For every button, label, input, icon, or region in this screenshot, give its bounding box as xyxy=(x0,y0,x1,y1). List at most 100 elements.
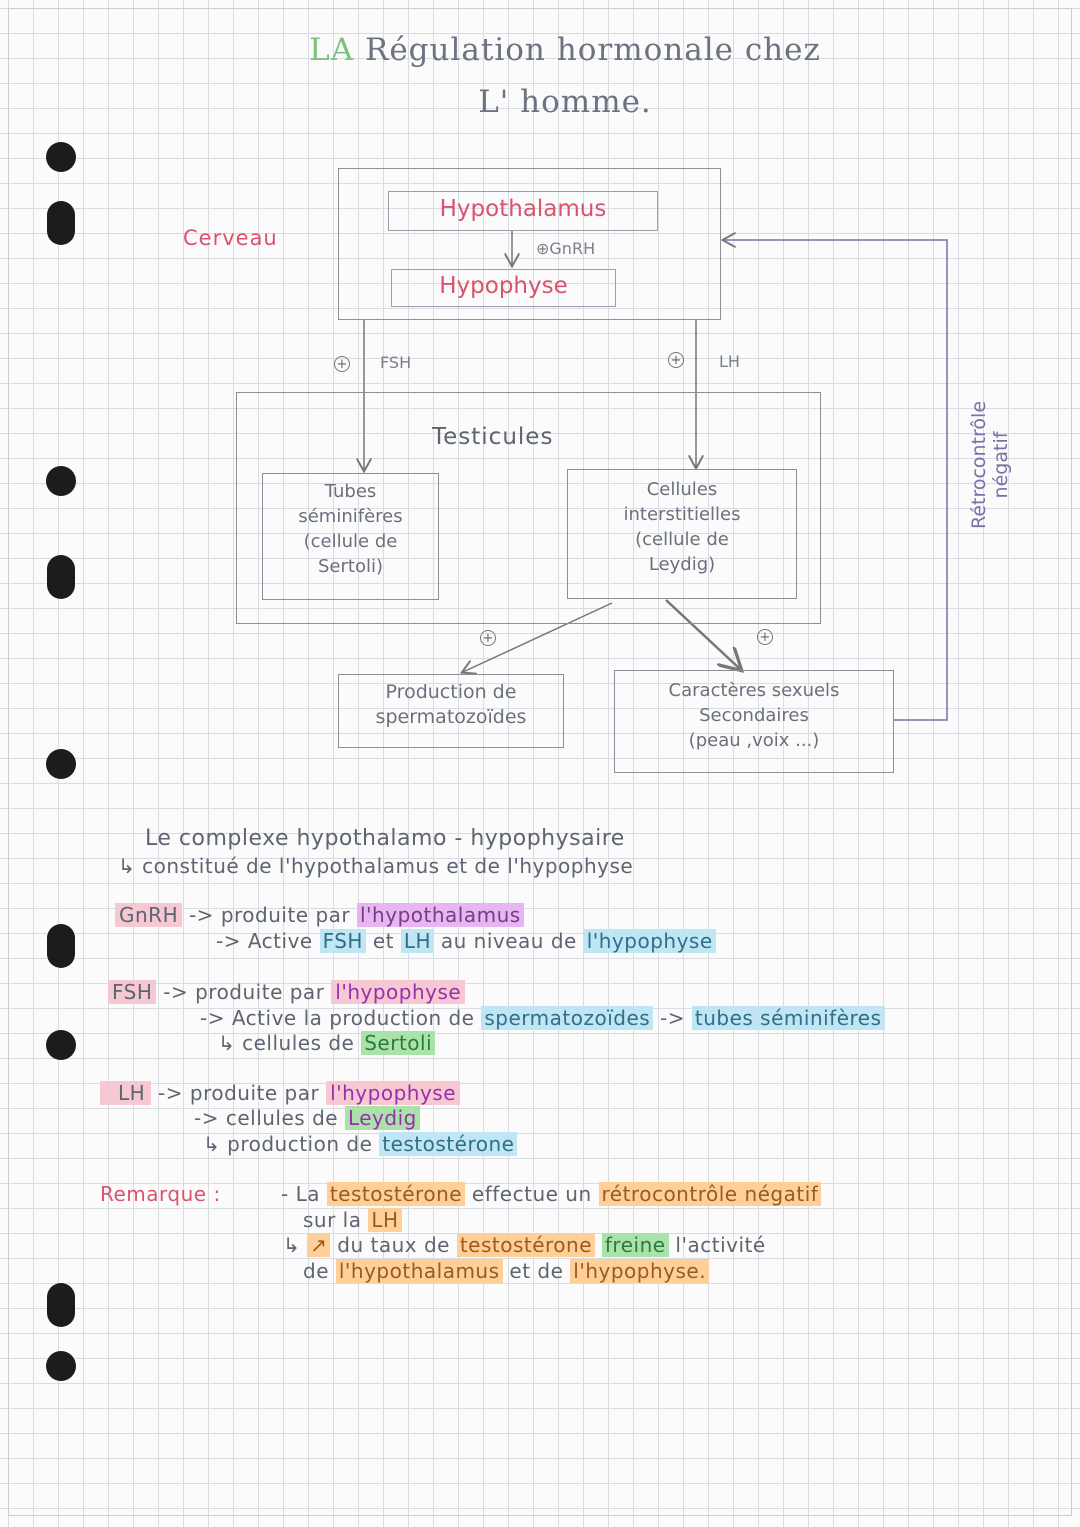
remarque-highlight: testostérone xyxy=(456,1233,596,1257)
fsh-label: FSH xyxy=(380,353,412,372)
title-line2: L' homme. xyxy=(478,84,652,120)
cellules-box xyxy=(567,469,797,599)
gnrh-highlight: l'hypothalamus xyxy=(357,903,524,927)
arrow-to-caracteres xyxy=(665,599,740,669)
fsh-text: produite par xyxy=(195,980,325,1004)
lh-label: LH xyxy=(719,352,740,371)
arrow-icon: -> xyxy=(194,1106,219,1130)
arrow-icon: -> xyxy=(200,1006,225,1030)
lh-line3: ↳ production de testostérone xyxy=(203,1132,518,1156)
arrow-icon: -> xyxy=(158,1081,184,1105)
remarque-highlight: rétrocontrôle négatif xyxy=(598,1182,822,1206)
remarque-highlight: freine xyxy=(601,1233,669,1257)
remarque-key: Remarque : xyxy=(100,1182,221,1206)
testicules-label: Testicules xyxy=(432,424,554,450)
caracteres-text: Caractères sexuels Secondaires (peau ,vo… xyxy=(614,678,894,753)
increase-arrow-icon: ↗ xyxy=(307,1233,331,1257)
arrow-to-production xyxy=(463,602,613,672)
binder-hole xyxy=(47,924,75,968)
production-box xyxy=(338,674,564,748)
remarque-line1: - La testostérone effectue un rétrocontr… xyxy=(281,1182,822,1206)
hypophyse-label: Hypophyse xyxy=(439,273,568,299)
lh-line2: -> cellules de Leydig xyxy=(194,1106,420,1130)
remarque-text: et de xyxy=(509,1259,564,1283)
plus-icon: + xyxy=(668,352,684,368)
sub-arrow-icon: ↳ xyxy=(203,1132,221,1156)
lh-text: cellules de xyxy=(225,1106,339,1130)
fsh-line3: ↳ cellules de Sertoli xyxy=(218,1031,436,1055)
arrow-icon: -> xyxy=(163,980,189,1004)
hypothalamus-box xyxy=(388,191,658,231)
production-text: Production de spermatozoïdes xyxy=(338,680,564,730)
cellules-line: Cellules xyxy=(646,479,718,500)
gnrh-highlight: FSH xyxy=(319,929,366,953)
sub-arrow-icon: ↳ xyxy=(118,854,136,878)
title-line1: Régulation hormonale chez xyxy=(365,32,821,68)
sub-arrow-icon: ↳ xyxy=(218,1031,236,1055)
tubes-line: (cellule de xyxy=(303,531,398,552)
sub-arrow-icon: ↳ xyxy=(283,1233,301,1257)
remarque-highlight: l'hypothalamus xyxy=(335,1259,503,1283)
lh-text: produite par xyxy=(189,1081,320,1105)
arrow-icon: -> xyxy=(660,1006,686,1030)
gnrh-text: et xyxy=(372,929,394,953)
cerveau-label: Cerveau xyxy=(183,226,278,250)
page-title: LA Régulation hormonale chez xyxy=(215,32,915,68)
production-line: Production de xyxy=(385,681,517,703)
tubes-text: Tubes séminifères (cellule de Sertoli) xyxy=(262,479,439,579)
fsh-line2: -> Active la production de spermatozoïde… xyxy=(200,1006,885,1030)
tubes-line: Sertoli) xyxy=(318,556,383,577)
gnrh-line1: GnRH -> produite par l'hypothalamus xyxy=(115,903,524,927)
plus-icon: + xyxy=(334,356,350,372)
tubes-box xyxy=(262,473,439,600)
fsh-line1: FSH -> produite par l'hypophyse xyxy=(108,980,466,1004)
remarque-highlight: testostérone xyxy=(326,1182,466,1206)
caracteres-line: Secondaires xyxy=(699,705,809,726)
complexe-title: Le complexe hypothalamo - hypophysaire xyxy=(145,826,625,851)
binder-hole xyxy=(47,201,75,245)
caracteres-box xyxy=(614,670,894,773)
remarque-text: de xyxy=(303,1259,329,1283)
gnrh-text: au niveau de xyxy=(440,929,577,953)
cellules-line: interstitielles xyxy=(623,504,741,525)
fsh-highlight: l'hypophyse xyxy=(331,980,466,1004)
binder-hole xyxy=(46,1030,76,1060)
cellules-line: Leydig) xyxy=(648,554,716,575)
fsh-highlight: tubes séminifères xyxy=(691,1006,885,1030)
binder-hole xyxy=(47,555,75,599)
fsh-key: FSH xyxy=(108,980,157,1004)
remarque-highlight: l'hypophyse. xyxy=(570,1259,710,1283)
retro-line: Rétrocontrôle xyxy=(968,400,990,530)
arrow-icon: -> xyxy=(216,929,241,953)
gnrh-line2: -> Active FSH et LH au niveau de l'hypop… xyxy=(216,929,716,953)
complexe-text: constitué de xyxy=(142,854,273,878)
diagram-connectors xyxy=(0,231,948,721)
gnrh-text: produite par xyxy=(220,903,351,927)
caracteres-line: (peau ,voix ...) xyxy=(688,730,820,751)
cerveau-box xyxy=(338,168,721,320)
gnrh-key: GnRH xyxy=(115,903,183,927)
tubes-line: Tubes xyxy=(324,481,377,502)
remarque-line2: sur la LH xyxy=(303,1208,402,1232)
caracteres-line: Caractères sexuels xyxy=(668,680,840,701)
remarque-line4: de l'hypothalamus et de l'hypophyse. xyxy=(303,1259,710,1283)
lh-text: production de xyxy=(227,1132,373,1156)
gnrh-highlight: LH xyxy=(400,929,435,953)
gnrh-arrow-label: ⊕GnRH xyxy=(536,239,596,258)
arrow-retrocontrole xyxy=(724,240,948,721)
gnrh-text: Active xyxy=(247,929,313,953)
plus-icon: + xyxy=(757,629,773,645)
lh-key: LH xyxy=(100,1081,152,1105)
title-prefix: LA xyxy=(309,32,355,68)
fsh-highlight: Sertoli xyxy=(361,1031,436,1055)
retrocontrole-label: Rétrocontrôle négatif xyxy=(968,390,1012,540)
hypothalamus-label: Hypothalamus xyxy=(439,196,607,222)
fsh-highlight: spermatozoïdes xyxy=(481,1006,654,1030)
remarque-text: l'activité xyxy=(675,1233,766,1257)
lh-highlight: l'hypophyse xyxy=(326,1081,461,1105)
arrow-icon: -> xyxy=(188,903,214,927)
binder-hole xyxy=(47,1283,75,1327)
gnrh-highlight: l'hypophyse xyxy=(583,929,716,953)
remarque-line3: ↳ ↗ du taux de testostérone freine l'act… xyxy=(283,1233,766,1257)
fsh-text: cellules de xyxy=(242,1031,355,1055)
